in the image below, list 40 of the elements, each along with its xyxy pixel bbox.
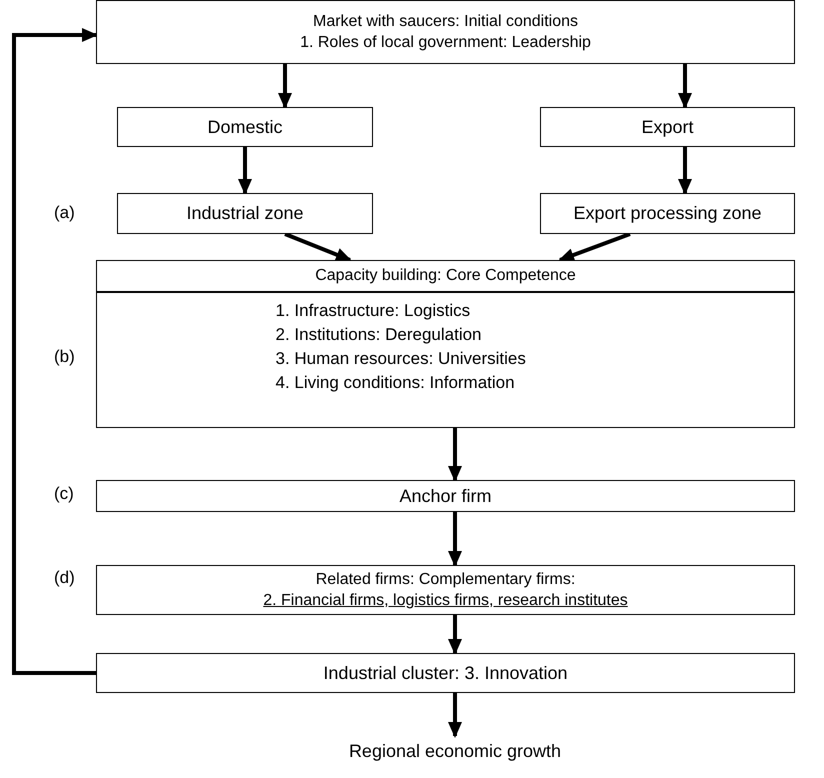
process-box [96, 260, 795, 428]
list-item: 4. Living conditions: Information [276, 372, 516, 394]
box-text: Market with saucers: Initial conditions [313, 12, 578, 32]
arrow [448, 512, 462, 567]
process-box [117, 193, 373, 234]
box-text: Related firms: Complementary firms: [316, 570, 576, 590]
box-text: Export [641, 116, 694, 138]
box-text: 2. Financial firms, logistics firms, research institutes [263, 591, 628, 611]
stage-label: (b) [54, 347, 75, 367]
arrow [448, 615, 462, 655]
arrow [278, 64, 292, 109]
output-text: Regional economic growth [348, 740, 562, 762]
box-text: Anchor firm [399, 486, 492, 506]
process-box [96, 0, 795, 64]
box-text: Domestic [207, 116, 282, 138]
arrow [558, 232, 631, 262]
box-text: Industrial zone [186, 203, 304, 224]
process-box [117, 107, 373, 147]
list-item: 1. Infrastructure: Logistics [276, 300, 472, 322]
arrow [448, 693, 462, 738]
box-text: Industrial cluster: 3. Innovation [323, 662, 568, 684]
stage-label: (a) [54, 203, 75, 223]
arrow [12, 28, 98, 675]
box-text: 1. Roles of local government: Leadership [300, 33, 591, 53]
box-text: Export processing zone [573, 203, 762, 224]
process-box [96, 565, 795, 615]
process-box [96, 653, 795, 693]
process-box [540, 193, 795, 234]
arrow [284, 232, 352, 262]
arrow [448, 428, 462, 482]
list-item: 2. Institutions: Deregulation [276, 324, 483, 346]
stage-label: (d) [54, 568, 75, 588]
box-heading: Capacity building: Core Competence [315, 266, 576, 286]
list-item: 3. Human resources: Universities [276, 348, 527, 370]
stage-label: (c) [54, 484, 74, 504]
arrow [678, 147, 692, 195]
process-box [96, 480, 795, 512]
arrow [238, 147, 252, 195]
arrow [678, 64, 692, 109]
process-box [540, 107, 795, 147]
